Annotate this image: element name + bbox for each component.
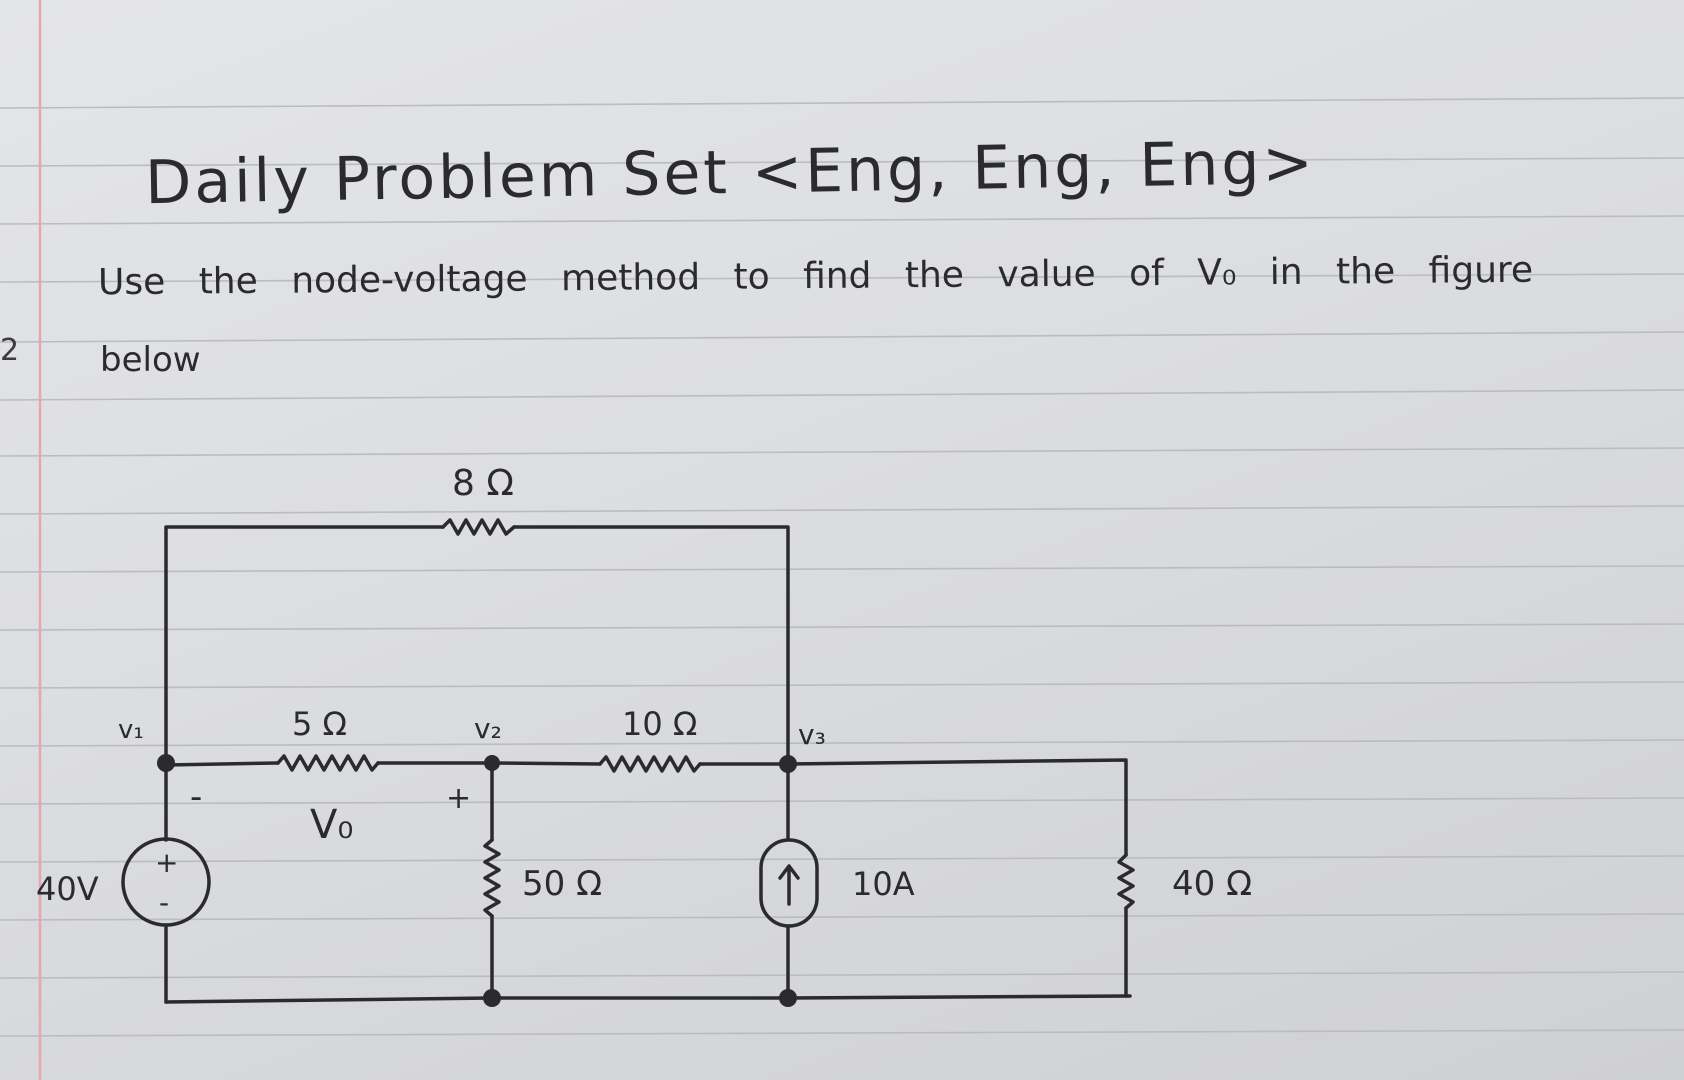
- resistor-40-symbol: [1117, 853, 1135, 910]
- label-resistor-10: 10 Ω: [622, 705, 697, 743]
- resistor-5-symbol: [276, 754, 380, 772]
- label-vo: V₀: [310, 802, 353, 848]
- label-voltage-source: 40V: [36, 870, 99, 908]
- label-resistor-8: 8 Ω: [452, 463, 514, 504]
- label-resistor-5: 5 Ω: [292, 705, 347, 743]
- label-node-v1: v₁: [118, 715, 144, 745]
- source-minus-sign: -: [159, 886, 169, 919]
- node-v2-dot: [484, 755, 500, 771]
- label-node-v3: v₃: [798, 718, 826, 751]
- margin-number: 2: [0, 333, 20, 368]
- resistor-10-symbol: [598, 755, 702, 773]
- wire-top-right: [512, 525, 790, 767]
- source-plus-sign: +: [155, 846, 178, 879]
- node-v3-dot: [779, 755, 797, 773]
- wire-v1-to-r5: [164, 761, 280, 767]
- label-resistor-50: 50 Ω: [522, 864, 602, 904]
- wire-v3-to-right: [786, 758, 1128, 857]
- resistor-50-symbol: [483, 838, 501, 918]
- vo-minus-sign: -: [190, 777, 202, 817]
- node-bottom-mid-dot: [483, 989, 501, 1007]
- resistor-8-symbol: [441, 518, 516, 536]
- vo-plus-sign: +: [446, 781, 471, 816]
- wire-top-left: [164, 525, 445, 764]
- wire-bottom: [164, 994, 1132, 1004]
- current-source-arrow: [778, 864, 800, 906]
- label-node-v2: v₂: [474, 712, 502, 745]
- label-current-source: 10A: [852, 865, 915, 903]
- label-resistor-40: 40 Ω: [1172, 864, 1252, 904]
- wire-v2-to-r10: [490, 761, 602, 766]
- question-line-2: below: [100, 340, 201, 380]
- node-v1-dot: [157, 754, 175, 772]
- node-bottom-right-dot: [779, 989, 797, 1007]
